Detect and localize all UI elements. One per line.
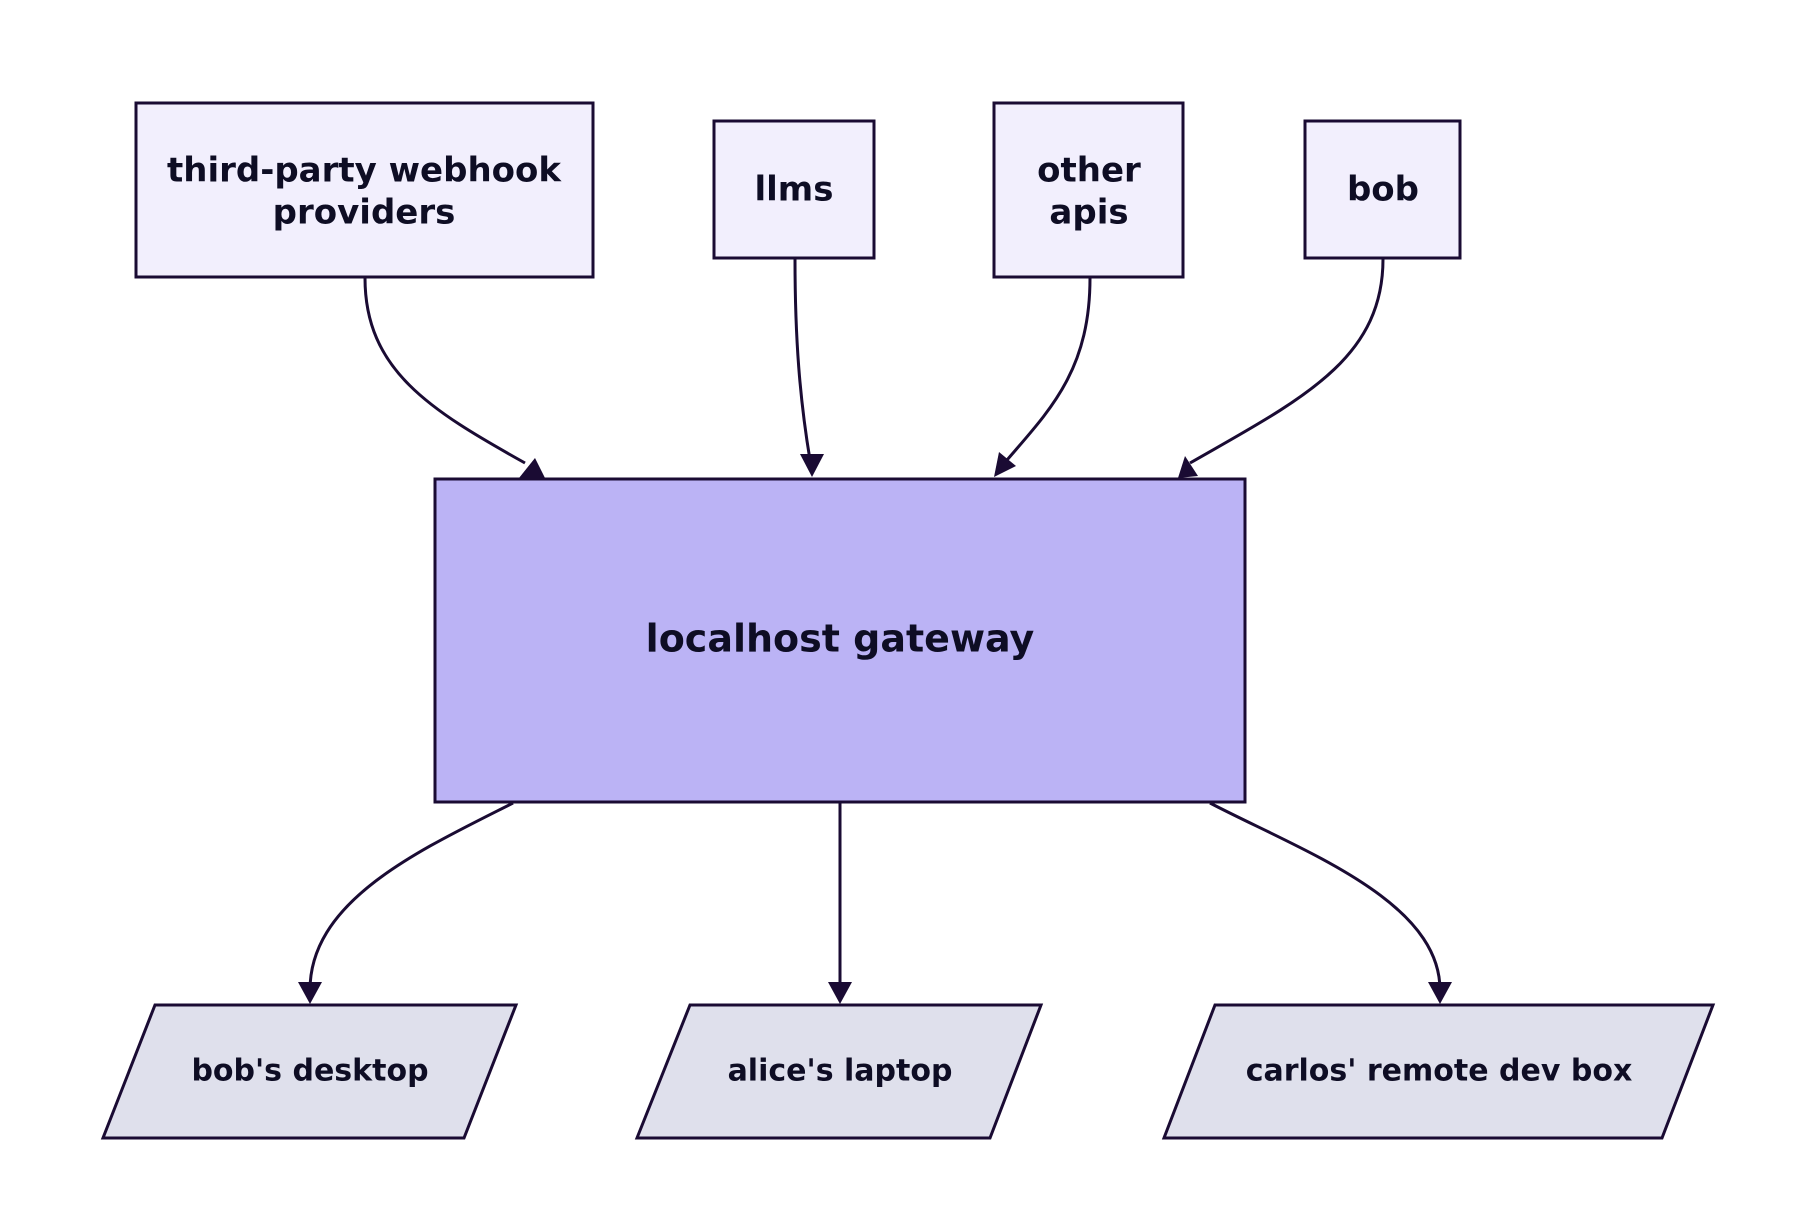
arrowheads bbox=[298, 452, 1452, 1004]
node-label: apis bbox=[1049, 193, 1128, 233]
arrowhead-icon bbox=[1178, 456, 1198, 478]
edge-llms-to-gateway bbox=[793, 258, 812, 461]
source-node-apis[interactable]: other apis bbox=[992, 101, 1185, 279]
edge-gateway-to-bob-desktop bbox=[308, 801, 514, 991]
arrowhead-icon bbox=[298, 982, 322, 1004]
node-label: carlos' remote dev box bbox=[1246, 1054, 1633, 1089]
edge-apis-to-gateway bbox=[1005, 277, 1092, 461]
node-label: llms bbox=[755, 170, 834, 210]
arrowhead-icon bbox=[800, 454, 824, 477]
edges bbox=[308, 258, 1442, 991]
edge-bob-to-gateway bbox=[1189, 258, 1385, 465]
arrowhead-icon bbox=[994, 452, 1016, 477]
node-label: bob bbox=[1347, 170, 1419, 210]
node-label: alice's laptop bbox=[728, 1054, 953, 1089]
arrowhead-icon bbox=[1428, 982, 1452, 1004]
destination-node-carlos-devbox[interactable]: carlos' remote dev box bbox=[1161, 1003, 1716, 1140]
arrowhead-icon bbox=[519, 458, 545, 478]
destination-node-bob-desktop[interactable]: bob's desktop bbox=[100, 1003, 519, 1140]
node-label: providers bbox=[273, 193, 456, 233]
source-node-llms[interactable]: llms bbox=[712, 119, 876, 260]
edge-gateway-to-carlos-devbox bbox=[1209, 801, 1442, 991]
edge-webhooks-to-gateway bbox=[363, 277, 526, 465]
node-label: other bbox=[1037, 151, 1141, 191]
arrowhead-icon bbox=[828, 982, 852, 1004]
gateway-node[interactable]: localhost gateway bbox=[433, 477, 1247, 804]
source-node-bob[interactable]: bob bbox=[1303, 119, 1462, 260]
gateway-label: localhost gateway bbox=[646, 617, 1035, 661]
node-label: bob's desktop bbox=[191, 1054, 428, 1089]
destination-node-alice-laptop[interactable]: alice's laptop bbox=[634, 1003, 1044, 1140]
node-label: third-party webhook bbox=[167, 151, 562, 191]
source-node-webhooks[interactable]: third-party webhook providers bbox=[134, 101, 595, 279]
